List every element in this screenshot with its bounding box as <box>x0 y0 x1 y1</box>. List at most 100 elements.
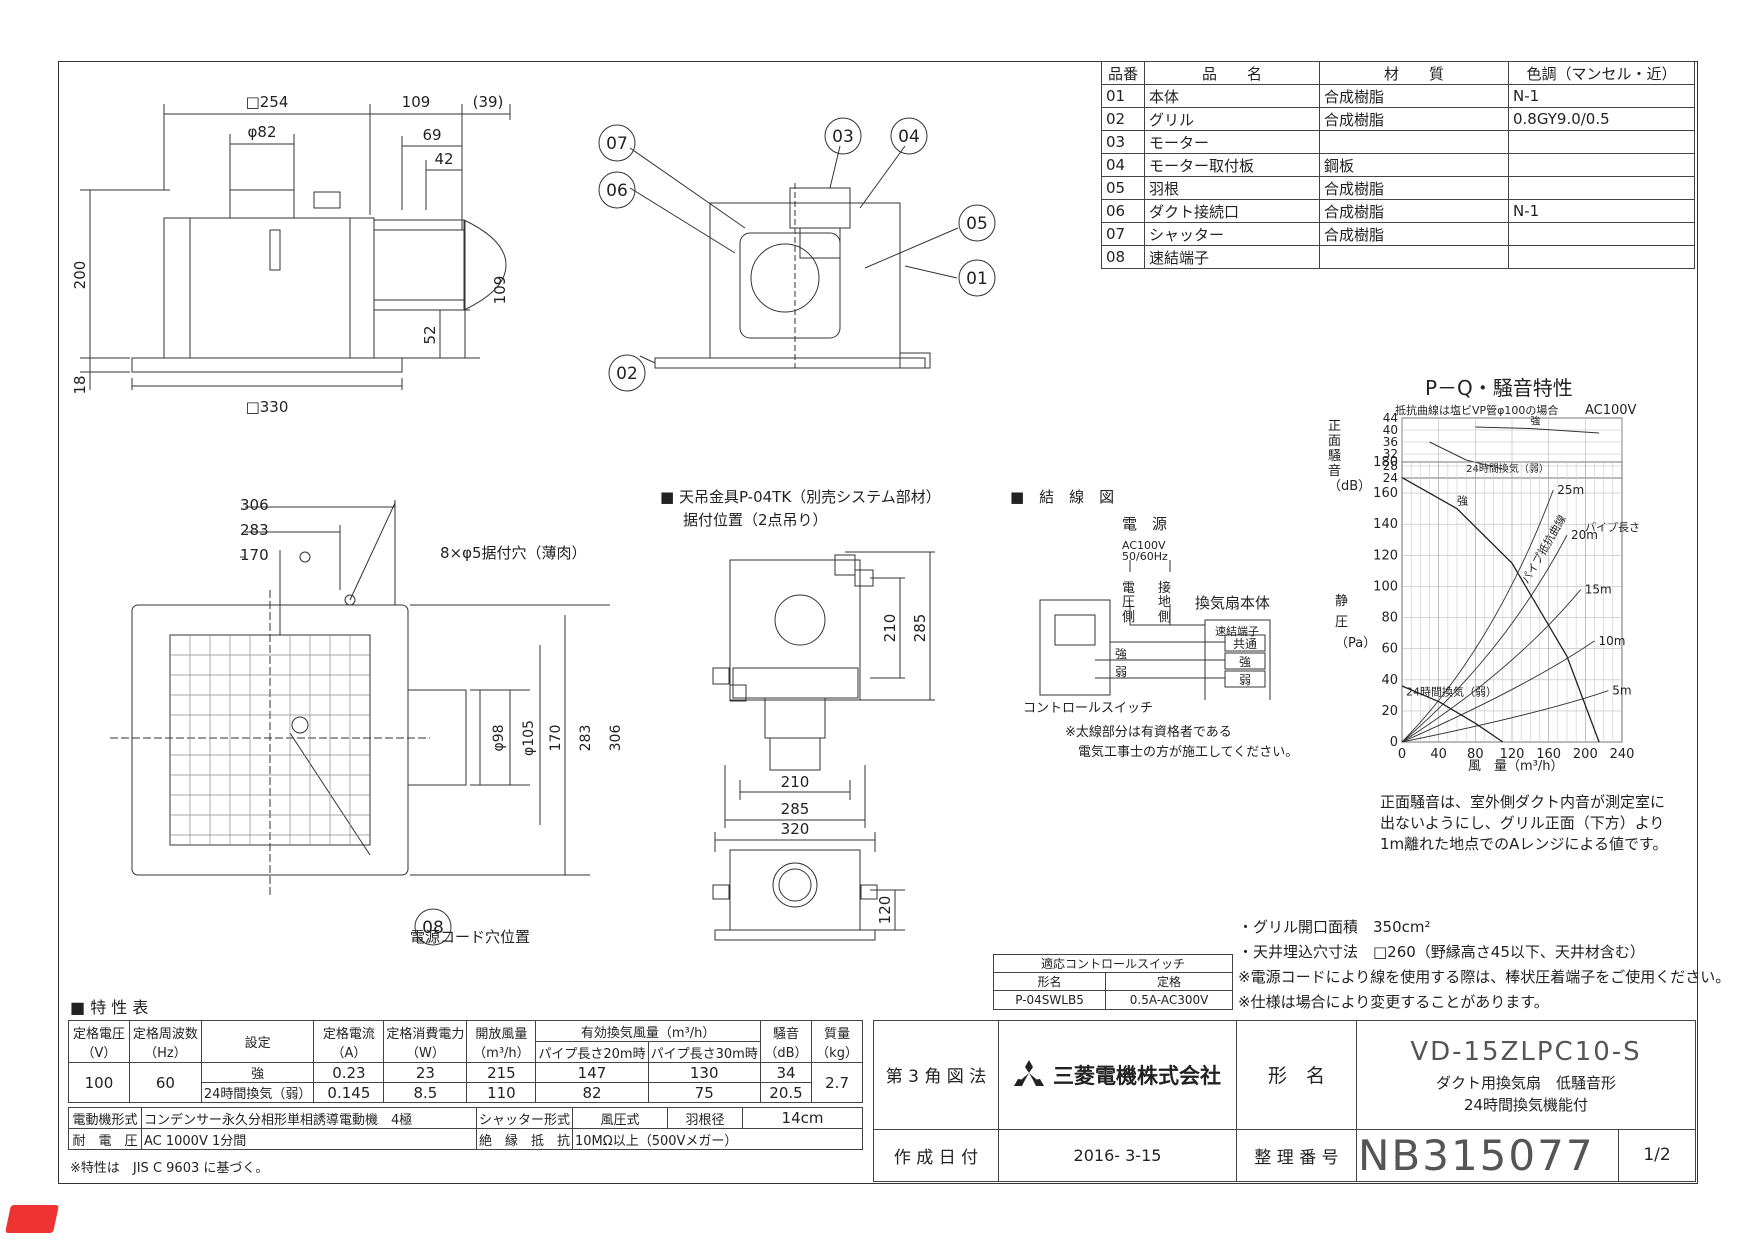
note-ceiling-hole: ・天井埋込穴寸法 □260（野縁高さ45以下、天井材含む） <box>1238 943 1645 961</box>
noise-ylabel: 正面騒音（dB） <box>1328 419 1372 494</box>
dim-210v: 210 <box>881 614 899 643</box>
pipe-curve <box>1401 690 1609 743</box>
terminal-common: 共通 <box>1233 637 1257 651</box>
creation-date: 2016- 3-15 <box>998 1128 1237 1183</box>
spec-insul-value: 10MΩ以上（500Vメガー） <box>572 1128 863 1150</box>
spec-voltage: 100 <box>68 1062 130 1103</box>
part-no: 05 <box>1101 176 1145 200</box>
pipe-curve-label: 15m <box>1585 583 1612 597</box>
noise-tick-label: 36 <box>1383 435 1398 449</box>
pressure-tick-label: 100 <box>1373 579 1398 594</box>
ground-side-label: 接地側 <box>1158 581 1172 625</box>
hanger-drawing: 210 285 210 285 320 120 <box>712 551 935 941</box>
wiring-diagram: 共通 強 弱 強 弱 <box>1039 560 1271 700</box>
pipe-curve <box>1401 534 1568 743</box>
callout-03: 03 <box>832 127 854 147</box>
spec-power: 23 <box>383 1062 468 1083</box>
spec-h-voltage: 定格電圧（V） <box>68 1020 130 1063</box>
dim-210h: 210 <box>781 773 810 791</box>
terminal-label: 速結端子 <box>1215 625 1259 638</box>
part-color <box>1508 153 1695 177</box>
part-no: 01 <box>1101 84 1145 108</box>
projection-method: 第 3 角 図 法 <box>873 1020 999 1130</box>
spec-motor-value: コンデンサー永久分相形単相誘導電動機 4極 <box>141 1107 477 1129</box>
pressure-tick-label: 160 <box>1373 486 1398 501</box>
spec-noise: 20.5 <box>759 1082 813 1103</box>
pressure-tick-label: 120 <box>1373 548 1398 563</box>
spec-h-open-unit: （m³/h） <box>473 1045 530 1061</box>
part-no: 03 <box>1101 130 1145 154</box>
part-color <box>1508 176 1695 200</box>
spec-h-freq-text: 定格周波数 <box>132 1026 198 1042</box>
dim-109v: 109 <box>491 276 509 305</box>
chart-title: P－Q・騒音特性 <box>1425 376 1573 400</box>
noise-series-line <box>1429 441 1503 470</box>
spec-freq: 60 <box>128 1062 202 1103</box>
hanger-subtitle: 据付位置（2点吊り） <box>683 511 828 529</box>
noise-tick-label: 40 <box>1383 423 1398 437</box>
table-row: 100 60 強 0.23 23 215 147 130 34 2.7 <box>68 1062 863 1103</box>
noise-note-line-1: 正面騒音は、室外側ダクト内音が測定室に <box>1380 793 1666 811</box>
pipe-curve-label: 5m <box>1612 684 1631 698</box>
part-material <box>1319 245 1509 269</box>
dim-330: □330 <box>246 398 289 416</box>
callout-06: 06 <box>606 181 628 201</box>
spec-title: ■ 特 性 表 <box>70 998 149 1017</box>
noise-tick-label: 44 <box>1383 411 1398 425</box>
control-switch-label: コントロールスイッチ <box>1023 701 1154 716</box>
spec-pipe20: 147 <box>535 1062 649 1083</box>
noise-note-line-2: 出ないようにし、グリル正面（下方）より <box>1380 814 1665 832</box>
dim-306: 306 <box>240 496 269 514</box>
callout-04: 04 <box>898 127 920 147</box>
note-cord: ※電源コードにより線を使用する際は、棒状圧着端子をご使用ください。 <box>1238 968 1731 986</box>
dim-52: 52 <box>421 325 439 344</box>
spec-h-effective: 有効換気風量（m³/h） <box>535 1020 761 1042</box>
parts-header-name: 品 名 <box>1144 61 1320 85</box>
dim-285h: 285 <box>781 800 810 818</box>
x-tick-label: 160 <box>1536 747 1561 760</box>
dim-18: 18 <box>71 375 89 394</box>
grille-pattern <box>170 635 370 845</box>
dim-320: 320 <box>781 820 810 838</box>
power-label: 電 源 <box>1122 515 1168 533</box>
spec-withstand-value: AC 1000V 1分間 <box>141 1128 477 1150</box>
spec-h-current-text: 定格電流 <box>322 1026 375 1042</box>
callout-05: 05 <box>966 214 988 234</box>
spec-h-pipe30: パイプ長さ30m時 <box>647 1041 761 1063</box>
cord-hole-label: 電源コード穴位置 <box>410 928 531 946</box>
hz-label: 50/60Hz <box>1122 550 1168 563</box>
chart-note: 抵抗曲線は塩ビVP管φ100の場合 <box>1395 404 1559 417</box>
spec-h-pipe20: パイプ長さ20m時 <box>535 1041 649 1063</box>
spec-motor-label: 電動機形式 <box>68 1107 142 1129</box>
part-no: 02 <box>1101 107 1145 131</box>
model-desc-1: ダクト用換気扇 低騒音形 <box>1435 1073 1616 1092</box>
control-switch-header-model: 形名 <box>992 972 1107 991</box>
noise-note-line-3: 1m離れた地点でのAレンジによる値です。 <box>1380 835 1668 853</box>
table-row: 24時間換気（弱） 0.145 8.5 110 82 75 20.5 <box>69 1082 863 1103</box>
pressure-ylabel: 静圧（Pa） <box>1335 594 1377 651</box>
part-material: 鋼板 <box>1319 153 1509 177</box>
spec-h-current-unit: （A） <box>331 1045 367 1061</box>
noise-series-line <box>1475 426 1600 434</box>
ref-label: 整 理 番 号 <box>1236 1128 1357 1183</box>
callout-07: 07 <box>606 134 628 154</box>
spec-setting: 強 <box>200 1062 315 1083</box>
x-tick-label: 80 <box>1467 747 1484 760</box>
dim-283v: 283 <box>578 725 594 752</box>
spec-open: 110 <box>466 1082 537 1103</box>
dim-105: φ105 <box>521 720 537 756</box>
spec-shutter-value: 風圧式 <box>572 1107 669 1129</box>
pipe-length-label: パイプ長さ <box>1585 521 1640 534</box>
terminal-weak: 弱 <box>1239 673 1251 687</box>
spec-pipe30: 75 <box>647 1082 761 1103</box>
x-tick-label: 240 <box>1610 747 1635 760</box>
pq-series-label: 強 <box>1457 495 1468 508</box>
spec-h-noise: 騒音（dB） <box>759 1020 813 1063</box>
parts-header-color: 色調（マンセル・近） <box>1508 61 1695 85</box>
part-color: 0.8GY9.0/0.5 <box>1508 107 1695 131</box>
